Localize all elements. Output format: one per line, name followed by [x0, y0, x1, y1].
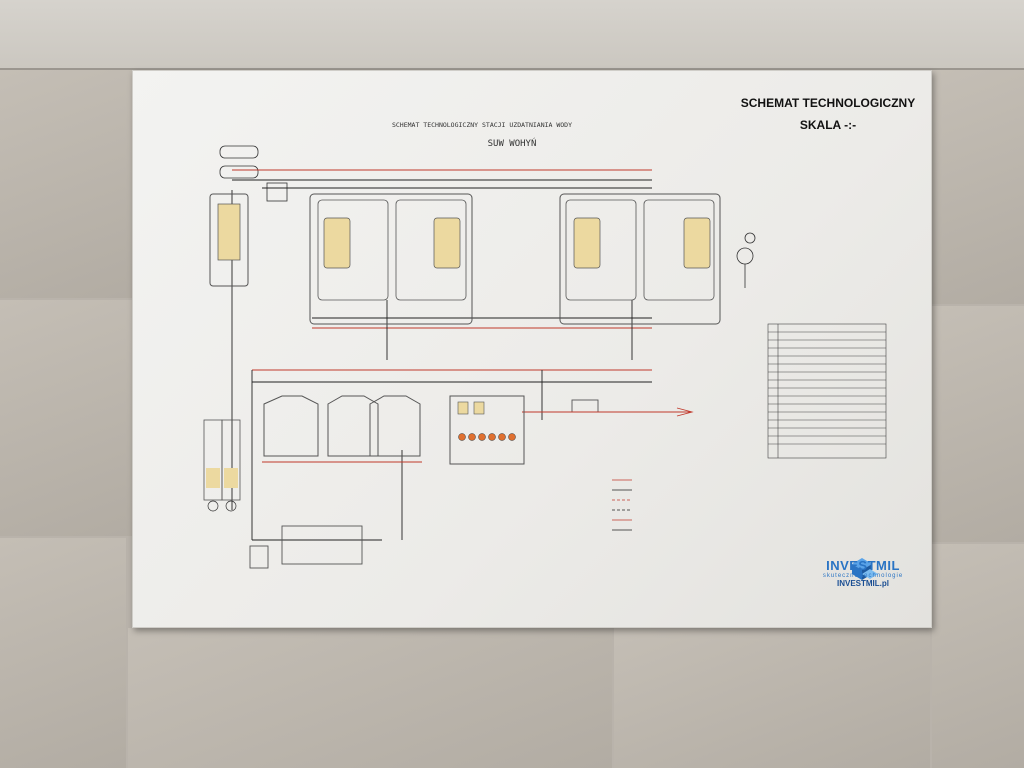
wall-tile [932, 544, 1024, 768]
schematic-board [132, 70, 932, 628]
wall-tile [932, 306, 1024, 542]
outlet-line [532, 399, 694, 417]
wall-tile [0, 70, 132, 298]
pipe-headers [231, 169, 687, 541]
wall-tile [128, 628, 612, 768]
diagram-subtitle: SUW WOHYŃ [488, 137, 537, 149]
well-pumps [203, 419, 241, 512]
corner-scale: SKALA -:- [799, 118, 857, 132]
logo-url: INVESTMIL.pl [837, 579, 889, 588]
logo-tagline: skuteczne technologie [822, 573, 904, 579]
legend-table [767, 323, 887, 459]
diagram-title: SCHEMAT TECHNOLOGICZNY STACJI UZDATNIANI… [392, 121, 572, 129]
filter-group-right [559, 193, 721, 325]
filter-group-left [309, 193, 473, 325]
upper-wall [0, 0, 1024, 70]
line-legend [612, 479, 632, 531]
corner-title-block: SCHEMAT TECHNOLOGICZNY SKALA -:- [728, 92, 928, 136]
wall-tile [614, 628, 930, 768]
washwater-tank [249, 525, 363, 569]
investmil-logo: INVESTMIL skuteczne technologie INVESTMI… [808, 558, 918, 588]
logo-brand: INVESTMIL [826, 558, 900, 573]
corner-title: SCHEMAT TECHNOLOGICZNY [740, 96, 916, 110]
pump-station [449, 395, 525, 465]
dosing-units [219, 145, 288, 202]
retention-tanks [262, 395, 422, 463]
wall-tile [0, 538, 126, 768]
wall-tile [0, 300, 132, 536]
process-diagram: SCHEMAT TECHNOLOGICZNY STACJI UZDATNIANI… [203, 121, 887, 580]
aerator-column [209, 193, 249, 287]
blower-unit [736, 232, 756, 288]
wall-tile [932, 70, 1024, 304]
investmil-logo-mark [852, 558, 878, 580]
